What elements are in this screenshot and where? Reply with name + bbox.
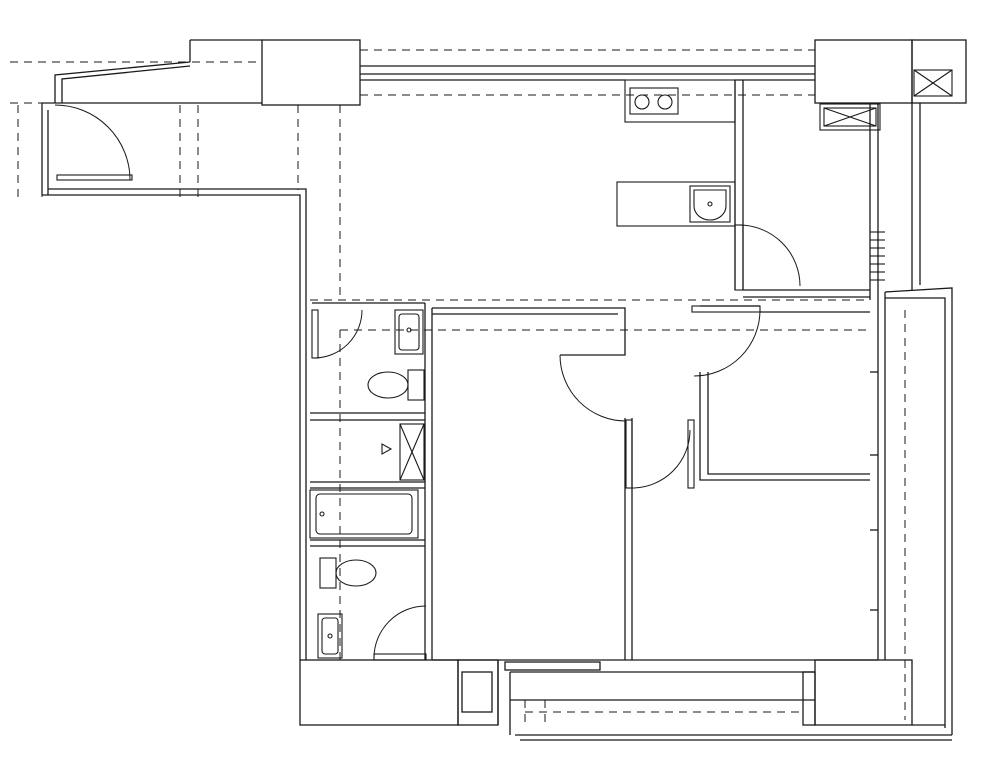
toilet [367,369,425,401]
radiator [870,231,885,281]
hob [624,79,736,123]
bedroom-1-door [559,354,633,489]
wc-door [311,309,363,359]
walls [41,39,967,741]
bathtub [309,489,419,539]
entrance-door [54,104,133,181]
bedroom-3-door [691,305,761,377]
ventilation-shaft [819,103,881,131]
shower [399,423,425,481]
utility-door [734,224,801,291]
washbasin [317,613,343,659]
water-heater [381,443,393,455]
overhead-lines [10,49,906,728]
doors [54,104,801,661]
ventilation-shaft [913,69,953,97]
fixtures [309,69,953,659]
kitchen-sink [616,181,736,227]
bedroom-2-door [631,419,695,489]
toilet [319,557,377,589]
bathroom-door [373,605,427,661]
washbasin [394,309,424,355]
